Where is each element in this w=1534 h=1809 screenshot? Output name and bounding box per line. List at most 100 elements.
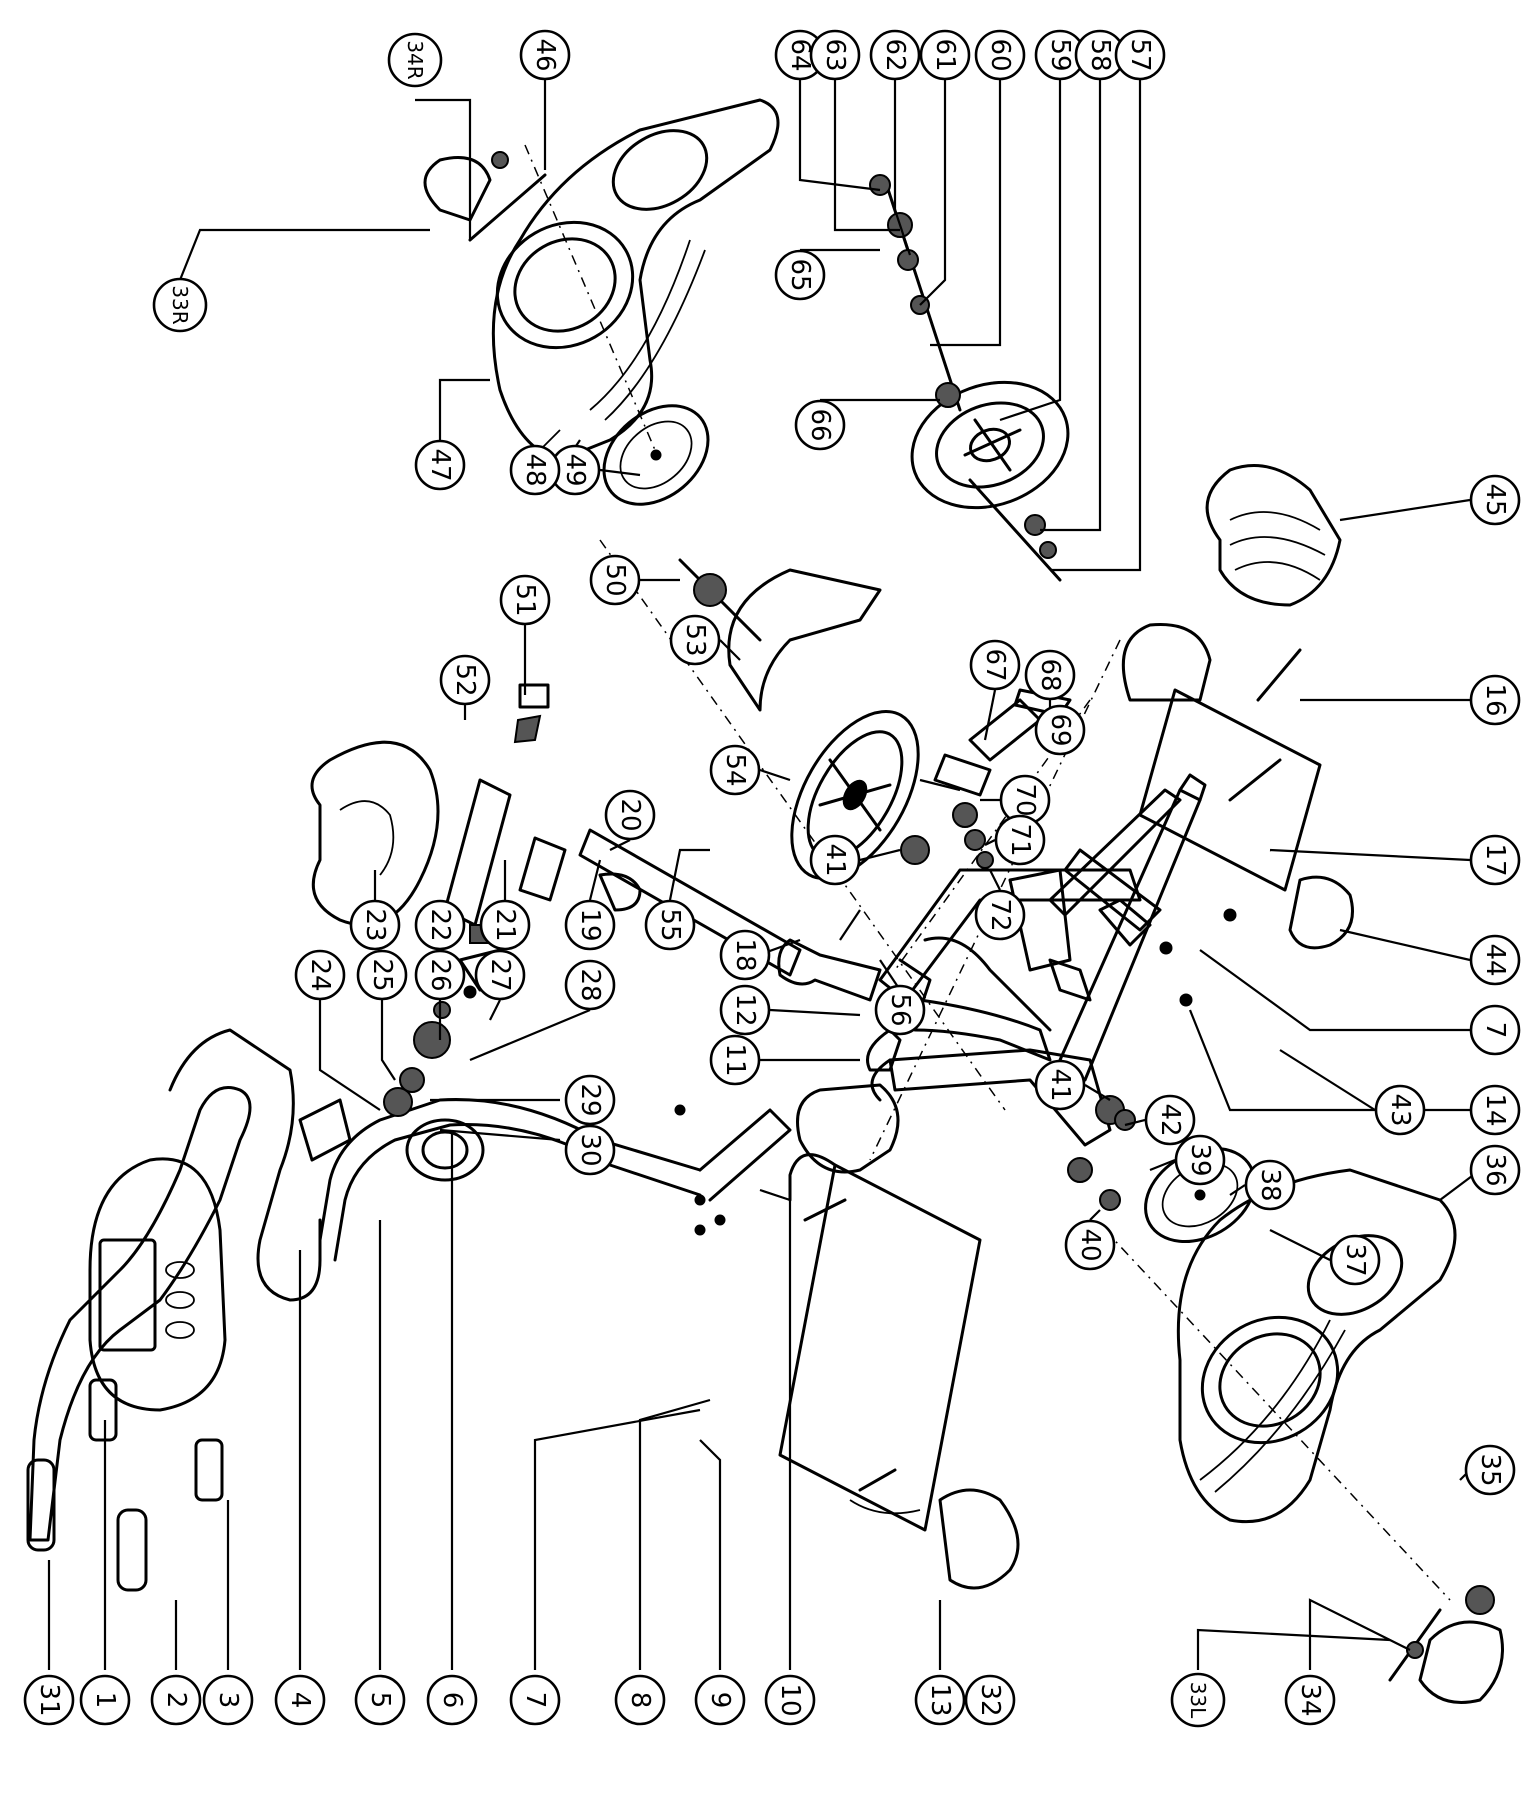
left-grip xyxy=(26,1458,56,1552)
svg-text:37: 37 xyxy=(1340,1243,1370,1276)
svg-text:58: 58 xyxy=(1085,38,1115,71)
svg-text:34R: 34R xyxy=(403,40,427,79)
cover-right xyxy=(423,98,780,471)
callout-48: 48 xyxy=(509,444,561,496)
svg-text:13: 13 xyxy=(925,1683,955,1716)
callout-19: 19 xyxy=(564,899,616,951)
cover-left xyxy=(1067,1146,1504,1704)
svg-text:60: 60 xyxy=(985,38,1015,71)
svg-text:69: 69 xyxy=(1045,713,1075,746)
callout-22: 22 xyxy=(414,899,466,951)
svg-text:51: 51 xyxy=(510,583,540,616)
callout-62: 62 xyxy=(869,29,921,81)
console-body xyxy=(88,1157,227,1412)
callout-7b: 7 xyxy=(1469,1004,1521,1056)
flywheel xyxy=(910,380,1070,510)
svg-text:34: 34 xyxy=(1295,1683,1325,1716)
svg-text:18: 18 xyxy=(730,938,760,971)
pulse-sensor-bottom xyxy=(194,1438,224,1502)
svg-text:49: 49 xyxy=(560,453,590,486)
svg-text:71: 71 xyxy=(1005,823,1035,856)
callout-34R: 34R xyxy=(387,32,443,88)
callout-69: 69 xyxy=(1034,704,1086,756)
svg-text:45: 45 xyxy=(1480,483,1510,516)
callout-39: 39 xyxy=(1174,1134,1226,1186)
svg-text:56: 56 xyxy=(885,993,915,1026)
svg-text:23: 23 xyxy=(360,908,390,941)
callout-46: 46 xyxy=(519,29,571,81)
svg-text:47: 47 xyxy=(425,448,455,481)
svg-text:43: 43 xyxy=(1385,1093,1415,1126)
pulley xyxy=(602,404,710,506)
callout-29: 29 xyxy=(564,1074,616,1126)
callout-16: 16 xyxy=(1469,674,1521,726)
end-cap-rear-a xyxy=(1121,622,1212,702)
pedal-L xyxy=(1418,1620,1504,1704)
svg-text:19: 19 xyxy=(575,908,605,941)
callout-18: 18 xyxy=(719,929,771,981)
right-grip xyxy=(116,1508,148,1592)
callout-4: 4 xyxy=(274,1674,326,1726)
svg-text:27: 27 xyxy=(485,958,515,991)
svg-text:25: 25 xyxy=(367,958,397,991)
callout-65: 65 xyxy=(774,249,826,301)
callout-11: 11 xyxy=(709,1034,761,1086)
callout-68: 68 xyxy=(1024,649,1076,701)
callout-5: 5 xyxy=(354,1674,406,1726)
svg-text:26: 26 xyxy=(425,958,455,991)
svg-text:32: 32 xyxy=(975,1683,1005,1716)
svg-text:57: 57 xyxy=(1125,38,1155,71)
svg-text:31: 31 xyxy=(34,1683,64,1716)
callout-57: 57 xyxy=(1114,29,1166,81)
svg-text:4: 4 xyxy=(285,1692,315,1709)
callout-31: 31 xyxy=(23,1674,75,1726)
callout-52: 52 xyxy=(439,654,491,706)
callout-17: 17 xyxy=(1469,834,1521,886)
console-display xyxy=(98,1238,157,1352)
svg-text:61: 61 xyxy=(930,38,960,71)
svg-text:8: 8 xyxy=(625,1692,655,1709)
seat-assembly xyxy=(310,740,802,977)
callout-66: 66 xyxy=(794,399,846,451)
svg-text:68: 68 xyxy=(1035,658,1065,691)
svg-text:62: 62 xyxy=(880,38,910,71)
svg-text:3: 3 xyxy=(213,1692,243,1709)
callout-47: 47 xyxy=(414,439,466,491)
svg-text:33R: 33R xyxy=(168,285,192,324)
callout-41b: 41 xyxy=(1034,1059,1086,1111)
leader-lines xyxy=(47,80,1481,1670)
svg-text:55: 55 xyxy=(655,908,685,941)
pulse-sensor-top xyxy=(88,1378,118,1442)
svg-text:7: 7 xyxy=(1480,1022,1510,1039)
front-stabilizer xyxy=(778,1083,1020,1590)
callout-60: 60 xyxy=(974,29,1026,81)
callout-43: 43 xyxy=(1374,1084,1426,1136)
callout-3: 3 xyxy=(202,1674,254,1726)
svg-text:66: 66 xyxy=(805,408,835,441)
callout-27: 27 xyxy=(474,949,526,1001)
svg-text:24: 24 xyxy=(305,958,335,991)
svg-text:6: 6 xyxy=(437,1692,467,1709)
flywheel-assembly xyxy=(869,174,1070,582)
callout-55: 55 xyxy=(644,899,696,951)
svg-text:44: 44 xyxy=(1480,943,1510,976)
svg-text:59: 59 xyxy=(1045,38,1075,71)
callout-7a: 7 xyxy=(509,1674,561,1726)
svg-text:63: 63 xyxy=(820,38,850,71)
callout-41a: 41 xyxy=(809,834,861,886)
svg-text:16: 16 xyxy=(1480,683,1510,716)
small-parts xyxy=(513,683,1136,1131)
callout-1: 1 xyxy=(79,1674,131,1726)
callout-54: 54 xyxy=(709,744,761,796)
svg-text:50: 50 xyxy=(600,563,630,596)
svg-text:17: 17 xyxy=(1480,843,1510,876)
callout-13: 13 xyxy=(914,1674,966,1726)
callout-72: 72 xyxy=(974,889,1026,941)
end-cap-32 xyxy=(938,1488,1020,1590)
svg-text:72: 72 xyxy=(985,898,1015,931)
callout-20: 20 xyxy=(604,789,656,841)
chain-guard xyxy=(727,568,882,712)
callout-34: 34 xyxy=(1284,1674,1336,1726)
seat-slider xyxy=(518,836,567,902)
